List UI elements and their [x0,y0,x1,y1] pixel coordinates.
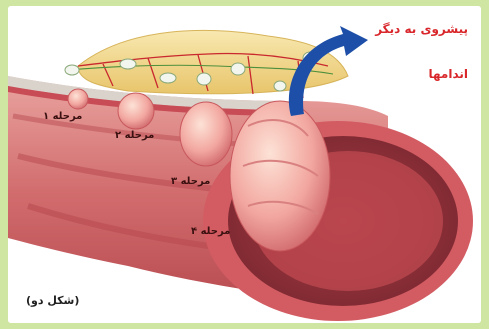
colon-cancer-stages-illustration [8,6,481,323]
stage-4-tumor [230,101,330,251]
stage-3-tumor [180,102,232,166]
stage-2-tumor [118,93,154,129]
stage-1-tumor [68,89,88,109]
stage-4-label: مرحله ۴ [191,226,230,237]
stage-3-label: مرحله ۳ [171,176,210,187]
spread-label-line2: اندامها [428,67,468,81]
figure-panel: پیشروی به دیگر اندامها مرحله ۱ مرحله ۲ م… [8,6,481,323]
spread-label: پیشروی به دیگر [375,22,468,36]
stage-2-label: مرحله ۲ [115,130,154,141]
figure-caption: (شکل دو) [26,294,79,307]
stage-1-label: مرحله ۱ [43,111,82,122]
